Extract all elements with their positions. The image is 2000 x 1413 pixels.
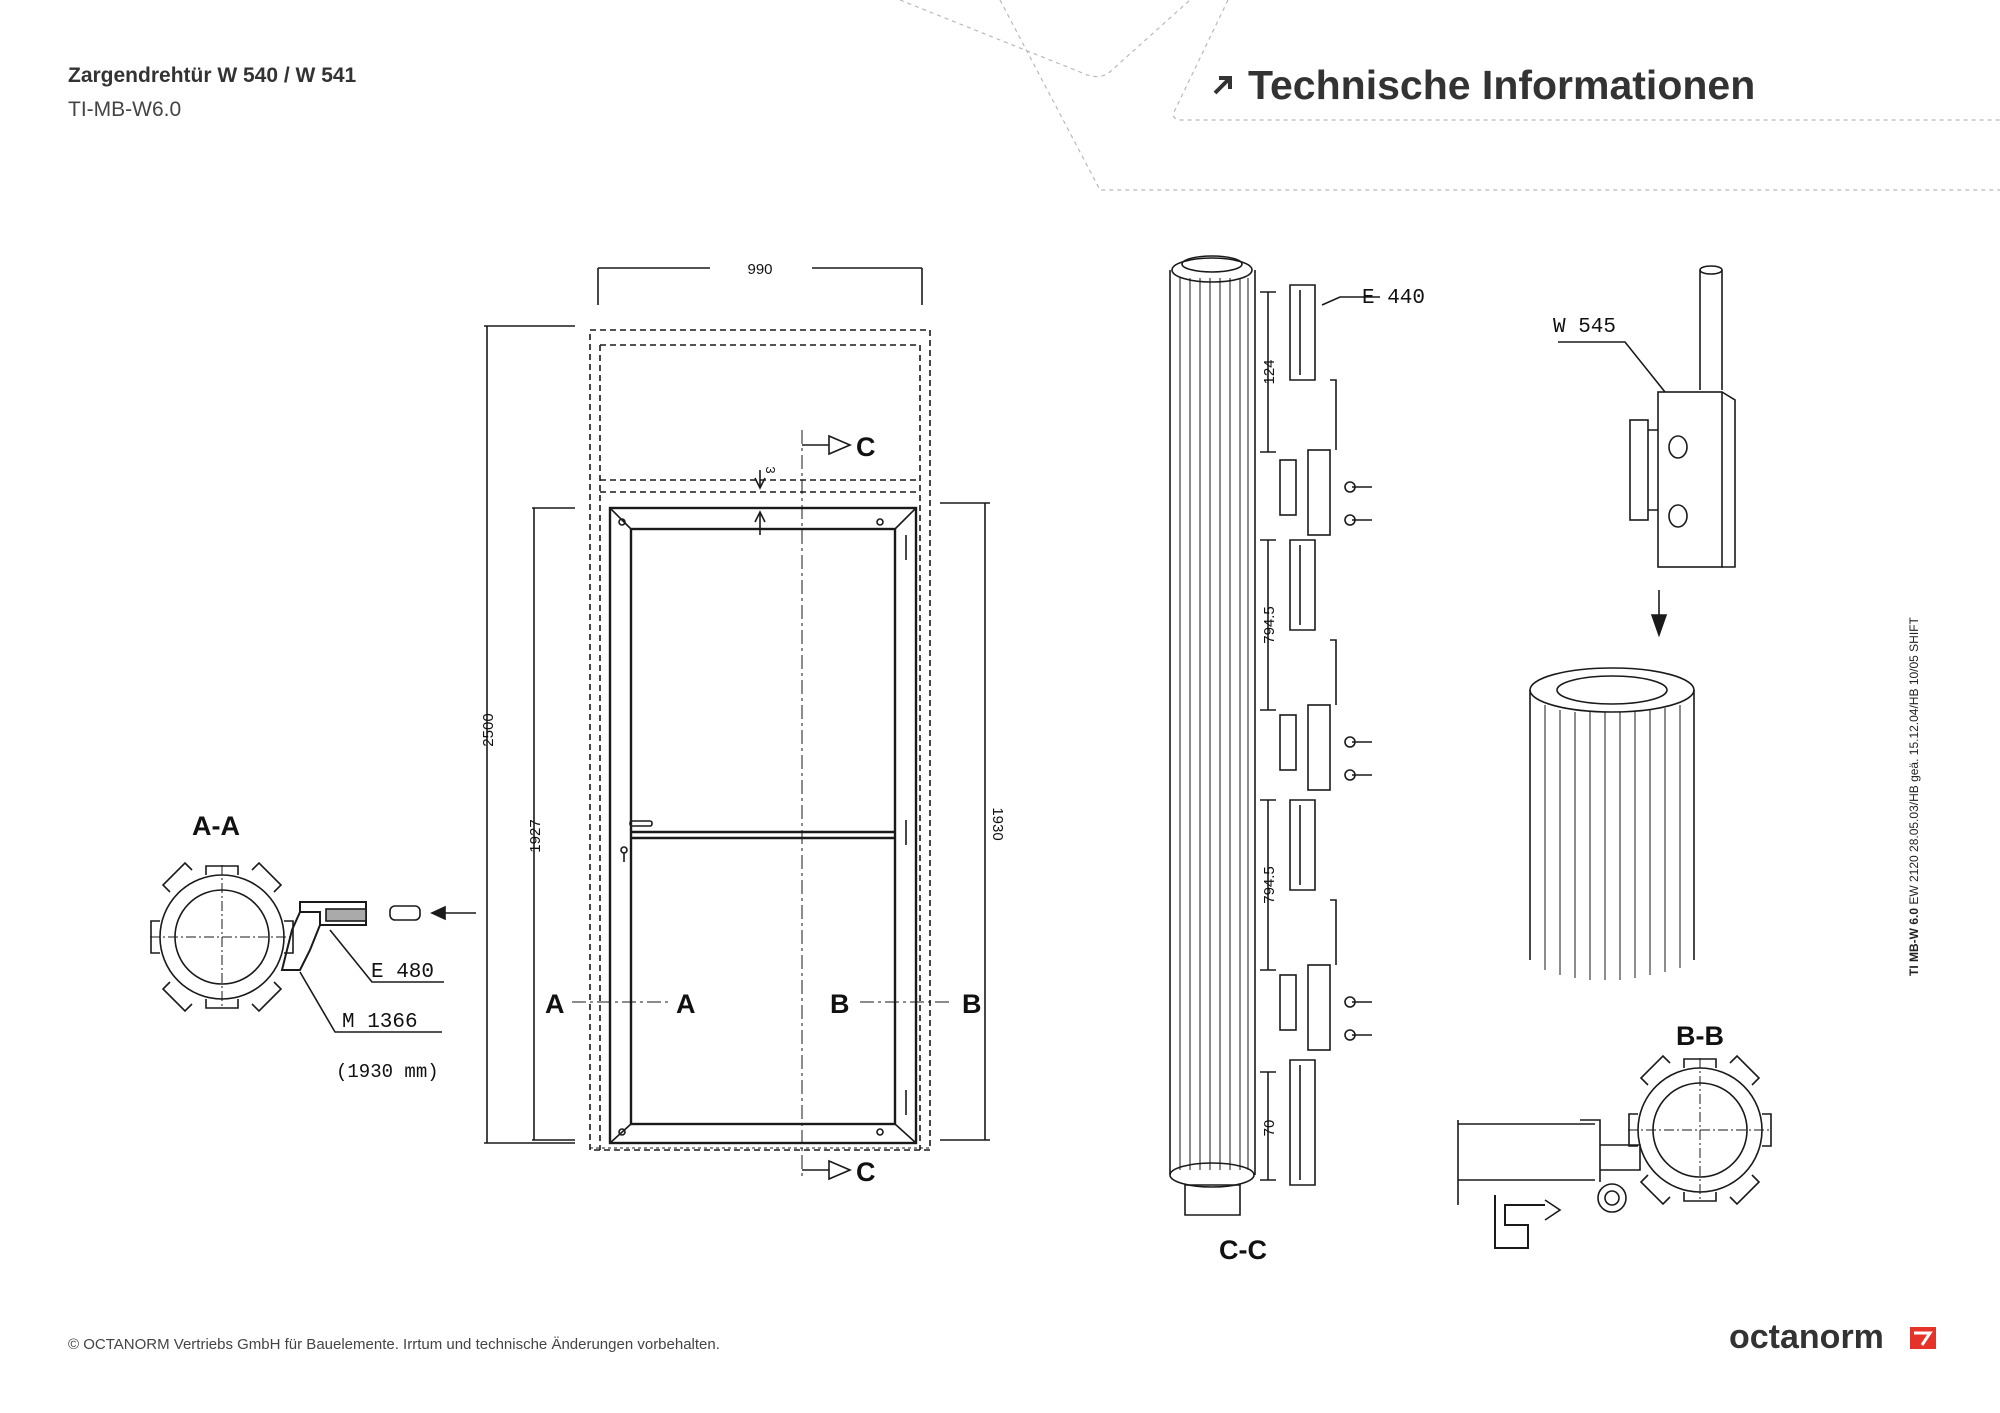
detail-cc-column — [1169, 255, 1380, 1216]
dim-width-label: 990 — [747, 261, 772, 278]
detail-bb-title: B-B — [1676, 1021, 1724, 1051]
section-title: Technische Informationen — [1248, 62, 1756, 108]
detail-cc-dim-1: 124 — [1261, 359, 1278, 384]
detail-cc-dim-4: 70 — [1261, 1120, 1278, 1137]
svg-text:TI MB-W 6.0 EW 2120 28.05.03/H: TI MB-W 6.0 EW 2120 28.05.03/HB geä. 15.… — [1907, 616, 1921, 976]
brand-logo-text: octanorm — [1729, 1318, 1884, 1356]
detail-w545 — [1529, 265, 1736, 980]
section-label-c-top: C — [856, 432, 876, 462]
header-frame-lines — [899, 0, 2000, 191]
detail-aa-profile — [150, 861, 476, 1033]
section-label-a-left: A — [545, 989, 565, 1019]
side-note: TI MB-W 6.0 EW 2120 28.05.03/HB geä. 15.… — [1907, 616, 1921, 976]
detail-aa-part-m-length: (1930 mm) — [336, 1061, 439, 1083]
detail-bb-profile — [1457, 1054, 1772, 1249]
technical-drawing: 990 2500 1927 1930 3 C C A A B B A-A E 4… — [150, 255, 1772, 1265]
arrow-up-right-icon — [1213, 76, 1232, 95]
detail-cc-dim-3: 794.5 — [1261, 866, 1278, 904]
side-note-text: EW 2120 28.05.03/HB geä. 15.12.04/HB 10/… — [1907, 616, 1921, 908]
dim-height-frame-label: 1930 — [989, 807, 1006, 840]
detail-bb-part-w: W 545 — [1553, 316, 1616, 339]
octanorm-logo-icon — [1910, 1327, 1936, 1349]
section-label-b-right: B — [962, 989, 982, 1019]
section-label-b-left: B — [830, 989, 850, 1019]
dim-height-door-label: 1927 — [527, 819, 544, 852]
document-code: TI-MB-W6.0 — [68, 98, 182, 121]
detail-cc-title: C-C — [1219, 1235, 1267, 1265]
dim-height-total-label: 2500 — [480, 713, 497, 746]
detail-aa-part-e: E 480 — [371, 961, 434, 984]
footer-copyright: © OCTANORM Vertriebs GmbH für Bauelement… — [68, 1336, 720, 1353]
detail-cc-dim-2: 794.5 — [1261, 606, 1278, 644]
dim-gap-label: 3 — [763, 466, 778, 473]
section-label-a-right: A — [676, 989, 696, 1019]
detail-cc-part-e: E 440 — [1362, 287, 1425, 310]
section-label-c-bottom: C — [856, 1157, 876, 1187]
detail-aa-title: A-A — [192, 811, 240, 841]
side-note-code: TI MB-W 6.0 — [1907, 908, 1921, 976]
detail-aa-part-m: M 1366 — [342, 1011, 418, 1034]
door-elevation — [484, 267, 990, 1181]
document-title: Zargendrehtür W 540 / W 541 — [68, 64, 357, 87]
